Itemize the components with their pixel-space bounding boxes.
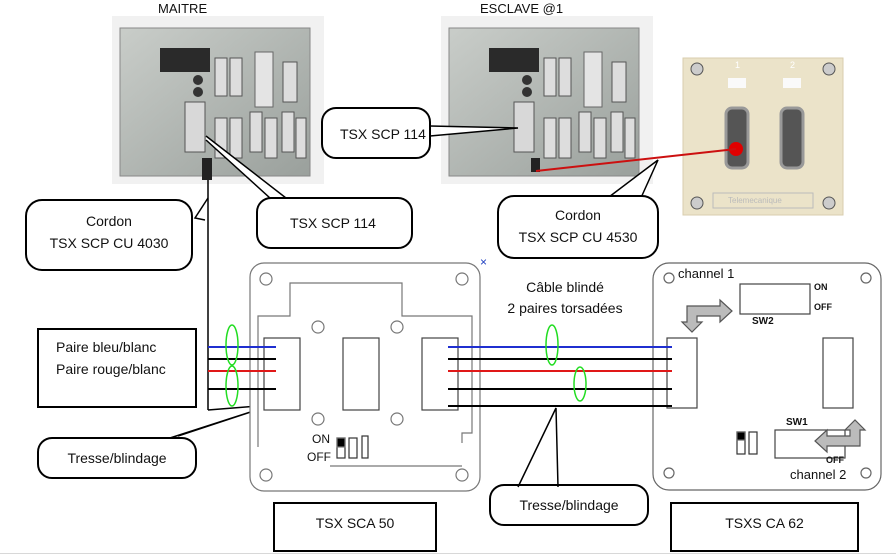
socket-brand: Telemecanique [728, 196, 782, 205]
socket-port-2: 2 [790, 60, 796, 70]
callout-shapes [25, 107, 859, 552]
bottom-divider [0, 553, 896, 554]
pair-red-white: Paire rouge/blanc [56, 361, 166, 377]
callout-cordon-slave-2: TSX SCP CU 4530 [518, 229, 638, 245]
tsx-sca50-box [249, 262, 481, 492]
callout-cordon-master-1: Cordon [86, 213, 132, 229]
sca62-sw1-off: OFF [826, 455, 844, 465]
callout-cordon-slave-1: Cordon [555, 207, 601, 223]
callout-slave-card: TSX SCP 114 [340, 126, 426, 142]
sca62-name: TSXS CA 62 [725, 515, 804, 531]
tsxs-ca62-box [652, 262, 882, 491]
callout-cordon-master-2: TSX SCP CU 4030 [49, 235, 169, 251]
sca62-sw2-off: OFF [814, 302, 832, 312]
pair-markers [225, 324, 587, 407]
sca50-switch-on: ON [312, 432, 330, 446]
callout-braid-left: Tresse/blindage [67, 450, 167, 466]
cable-label-2: 2 paires torsadées [507, 300, 623, 316]
sca62-channel1: channel 1 [678, 266, 735, 281]
cable-label-1: Câble blindé [526, 279, 604, 295]
slave-cordon-wire [535, 148, 737, 172]
sca50-switch-off: OFF [307, 450, 331, 464]
master-plc [112, 16, 324, 184]
callout-master-card: TSX SCP 114 [290, 215, 376, 231]
pair-blue-white: Paire bleu/blanc [56, 339, 157, 355]
sca50-name: TSX SCA 50 [315, 515, 395, 531]
callout-braid-middle: Tresse/blindage [519, 497, 619, 513]
sca62-sw2: SW2 [752, 316, 774, 327]
master-title: MAITRE [158, 1, 208, 16]
wall-socket [682, 57, 844, 216]
sca62-sw2-on: ON [814, 282, 828, 292]
sca62-channel2: channel 2 [790, 467, 847, 482]
slave-title: ESCLAVE @1 [480, 1, 564, 16]
cable-wires [208, 346, 672, 407]
socket-port-1: 1 [735, 60, 741, 70]
sca62-sw1: SW1 [786, 417, 808, 428]
close-mark[interactable]: × [480, 255, 488, 269]
slave-plc [441, 16, 653, 184]
